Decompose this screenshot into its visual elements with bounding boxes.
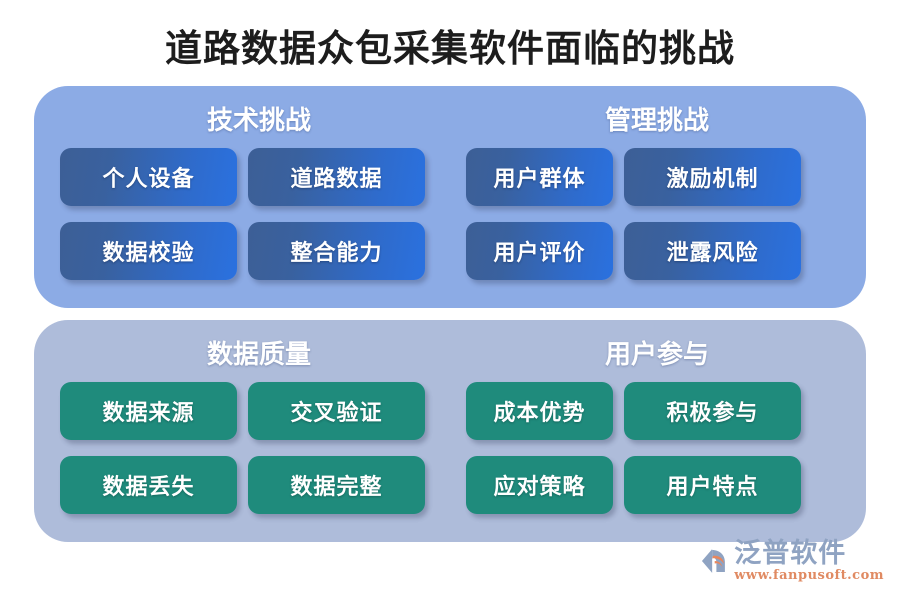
box-data-integrity[interactable]: 数据完整 <box>248 456 425 514</box>
box-leakage-risk[interactable]: 泄露风险 <box>624 222 801 280</box>
box-data-verification[interactable]: 数据校验 <box>60 222 237 280</box>
box-integration-ability[interactable]: 整合能力 <box>248 222 425 280</box>
group-heading-management-challenge: 管理挑战 <box>604 106 709 136</box>
box-cost-advantage[interactable]: 成本优势 <box>466 382 613 440</box>
box-personal-device[interactable]: 个人设备 <box>60 148 237 206</box>
box-incentive-mechanism[interactable]: 激励机制 <box>624 148 801 206</box>
box-user-group[interactable]: 用户群体 <box>466 148 613 206</box>
box-road-data[interactable]: 道路数据 <box>248 148 425 206</box>
group-heading-data-quality: 数据质量 <box>206 340 311 370</box>
box-response-strategy[interactable]: 应对策略 <box>466 456 613 514</box>
box-data-source[interactable]: 数据来源 <box>60 382 237 440</box>
group-heading-user-participation: 用户参与 <box>604 340 709 370</box>
panel-technical-management: 技术挑战 管理挑战 个人设备 道路数据 用户群体 激励机制 数据校验 整合能力 … <box>34 86 866 308</box>
page-title: 道路数据众包采集软件面临的挑战 <box>165 26 735 70</box>
box-grid-quality: 数据来源 交叉验证 成本优势 积极参与 数据丢失 数据完整 应对策略 用户特点 <box>60 382 840 514</box>
logo-company-name: 泛普软件 <box>734 538 847 569</box>
box-grid-technical: 个人设备 道路数据 用户群体 激励机制 数据校验 整合能力 用户评价 泄露风险 <box>60 148 840 280</box>
logo-website-url: www.fanpusoft.com <box>734 568 884 583</box>
fanpu-swoosh-logo-icon <box>702 549 726 573</box>
box-user-characteristics[interactable]: 用户特点 <box>624 456 801 514</box>
box-user-evaluation[interactable]: 用户评价 <box>466 222 613 280</box>
box-data-loss[interactable]: 数据丢失 <box>60 456 237 514</box>
group-heading-technical-challenge: 技术挑战 <box>206 106 311 136</box>
brand-logo: 泛普软件 www.fanpusoft.com <box>696 534 884 588</box>
panel-quality-participation: 数据质量 用户参与 数据来源 交叉验证 成本优势 积极参与 数据丢失 数据完整 … <box>34 320 866 542</box>
box-cross-validation[interactable]: 交叉验证 <box>248 382 425 440</box>
box-active-participation[interactable]: 积极参与 <box>624 382 801 440</box>
logo-text-block: 泛普软件 www.fanpusoft.com <box>734 539 884 583</box>
